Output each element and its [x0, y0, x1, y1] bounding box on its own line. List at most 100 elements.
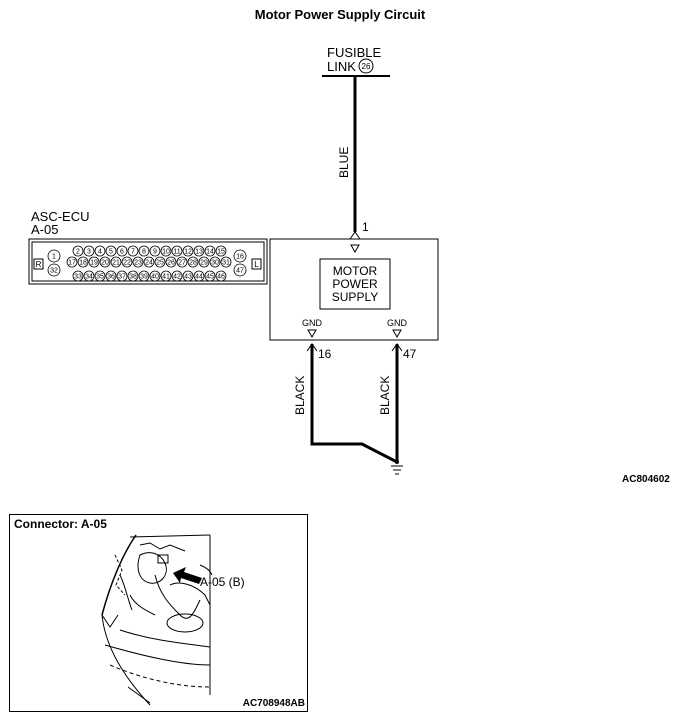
- connector-pin-label: 12: [184, 249, 192, 256]
- connector-pin-label: 32: [50, 268, 58, 275]
- ecu-connector: A-05: [31, 222, 58, 237]
- connector-pin: [204, 270, 216, 282]
- connector-left-marker: R: [36, 260, 42, 269]
- connector-outer: [28, 238, 268, 285]
- connector-pin: [215, 270, 227, 282]
- connector-left-marker-box: [33, 258, 44, 270]
- pin-1-terminal: [349, 231, 361, 240]
- connector-pin: [47, 263, 61, 277]
- connector-pin: [47, 249, 61, 263]
- connector-pin: [105, 245, 117, 257]
- connector-pin-label: 27: [178, 260, 186, 267]
- connector-pin-label: 1: [52, 254, 56, 261]
- connector-pin: [165, 256, 177, 268]
- connector-pin: [72, 270, 84, 282]
- connector-pin: [160, 270, 172, 282]
- connector-pin-label: 30: [211, 260, 219, 267]
- connector-pin: [149, 245, 161, 257]
- connector-pin-label: 9: [153, 249, 157, 256]
- connector-pin-label: 11: [173, 249, 180, 256]
- gnd-label-left: GND: [302, 318, 323, 328]
- connector-pin-label: 16: [236, 254, 244, 261]
- connector-pin-label: 39: [140, 274, 148, 281]
- connector-pin: [88, 256, 100, 268]
- fusible-link: FUSIBLE LINK 26: [322, 45, 390, 77]
- connector-pin-label: 22: [123, 260, 131, 267]
- gnd-label-right: GND: [387, 318, 408, 328]
- connector-pin: [121, 256, 133, 268]
- connector-pin: [116, 270, 128, 282]
- connector-pin: [105, 270, 117, 282]
- connector-pin-label: 45: [206, 274, 214, 281]
- supply-input-arrow: [350, 244, 360, 254]
- connector-pin-label: 47: [236, 268, 244, 275]
- connector-pin: [77, 256, 89, 268]
- connector-pin: [198, 256, 210, 268]
- connector-location-title: Connector: A-05: [14, 517, 107, 531]
- connector-pin: [99, 256, 111, 268]
- fusible-link-line1: FUSIBLE: [327, 45, 382, 60]
- pin-1-label: 1: [362, 220, 369, 234]
- connector-right-marker-box: [251, 258, 262, 270]
- connector-pin: [171, 245, 183, 257]
- connector-pin-label: 4: [98, 249, 102, 256]
- pin-47-label: 47: [403, 347, 417, 361]
- connector-pin: [94, 270, 106, 282]
- motor-power-supply-block: [319, 258, 391, 310]
- connector-pin-label: 31: [222, 260, 230, 267]
- connector-pin-label: 13: [195, 249, 203, 256]
- connector-pin: [209, 256, 221, 268]
- connector-pin: [182, 270, 194, 282]
- connector-pin-label: 24: [145, 260, 153, 267]
- connector-pin: [138, 270, 150, 282]
- connector-pin: [220, 256, 232, 268]
- connector-pin: [204, 245, 216, 257]
- connector-pin-label: 26: [167, 260, 175, 267]
- connector-pin-label: 42: [173, 274, 181, 281]
- connector-pin: [176, 256, 188, 268]
- block-line-1: MOTOR: [333, 264, 378, 278]
- connector-pin-label: 6: [120, 249, 124, 256]
- connector-pin-label: 43: [184, 274, 192, 281]
- connector-pin: [72, 245, 84, 257]
- connector-pin-label: 41: [162, 274, 170, 281]
- connector-pin-label: 2: [76, 249, 80, 256]
- ground-symbol: [391, 460, 403, 475]
- connector-pin: [182, 245, 194, 257]
- connector-pin-label: 21: [112, 260, 120, 267]
- connector-pin: [83, 270, 95, 282]
- pin-47-terminal: [391, 343, 403, 352]
- block-line-3: SUPPLY: [332, 290, 378, 304]
- connector-pin-label: 38: [129, 274, 137, 281]
- ecu-name: ASC-ECU: [31, 209, 90, 224]
- connector-pin-label: 23: [134, 260, 142, 267]
- connector-pin: [132, 256, 144, 268]
- connector-pin-label: 37: [118, 274, 126, 281]
- callout-arrow: [173, 567, 202, 584]
- gnd-right-arrow: [392, 329, 402, 339]
- connector-pin: [127, 245, 139, 257]
- connector-callout-label: A-05 (B): [200, 575, 245, 589]
- engine-bay-illustration: [101, 534, 213, 706]
- connector-pin-label: 46: [217, 274, 225, 281]
- ecu-box: [269, 238, 439, 341]
- photo-code: AC708948AB: [242, 698, 305, 709]
- connector-pin-label: 40: [151, 274, 159, 281]
- connector-pin: [143, 256, 155, 268]
- fusible-link-line2: LINK: [327, 59, 356, 74]
- connector-pin-label: 5: [109, 249, 113, 256]
- connector-pin: [83, 245, 95, 257]
- connector-pin: [138, 245, 150, 257]
- connector-pin: [154, 256, 166, 268]
- connector-pin-label: 7: [131, 249, 135, 256]
- connector-pin: [215, 245, 227, 257]
- connector-pin: [193, 270, 205, 282]
- connector-pin: [127, 270, 139, 282]
- connector-right-marker: L: [254, 260, 259, 269]
- connector-pin-label: 34: [85, 274, 93, 281]
- ground-left-wire-color: BLACK: [293, 376, 307, 415]
- connector-pin-label: 8: [142, 249, 146, 256]
- fusible-link-number-circle: [358, 58, 374, 74]
- connector-pin: [193, 245, 205, 257]
